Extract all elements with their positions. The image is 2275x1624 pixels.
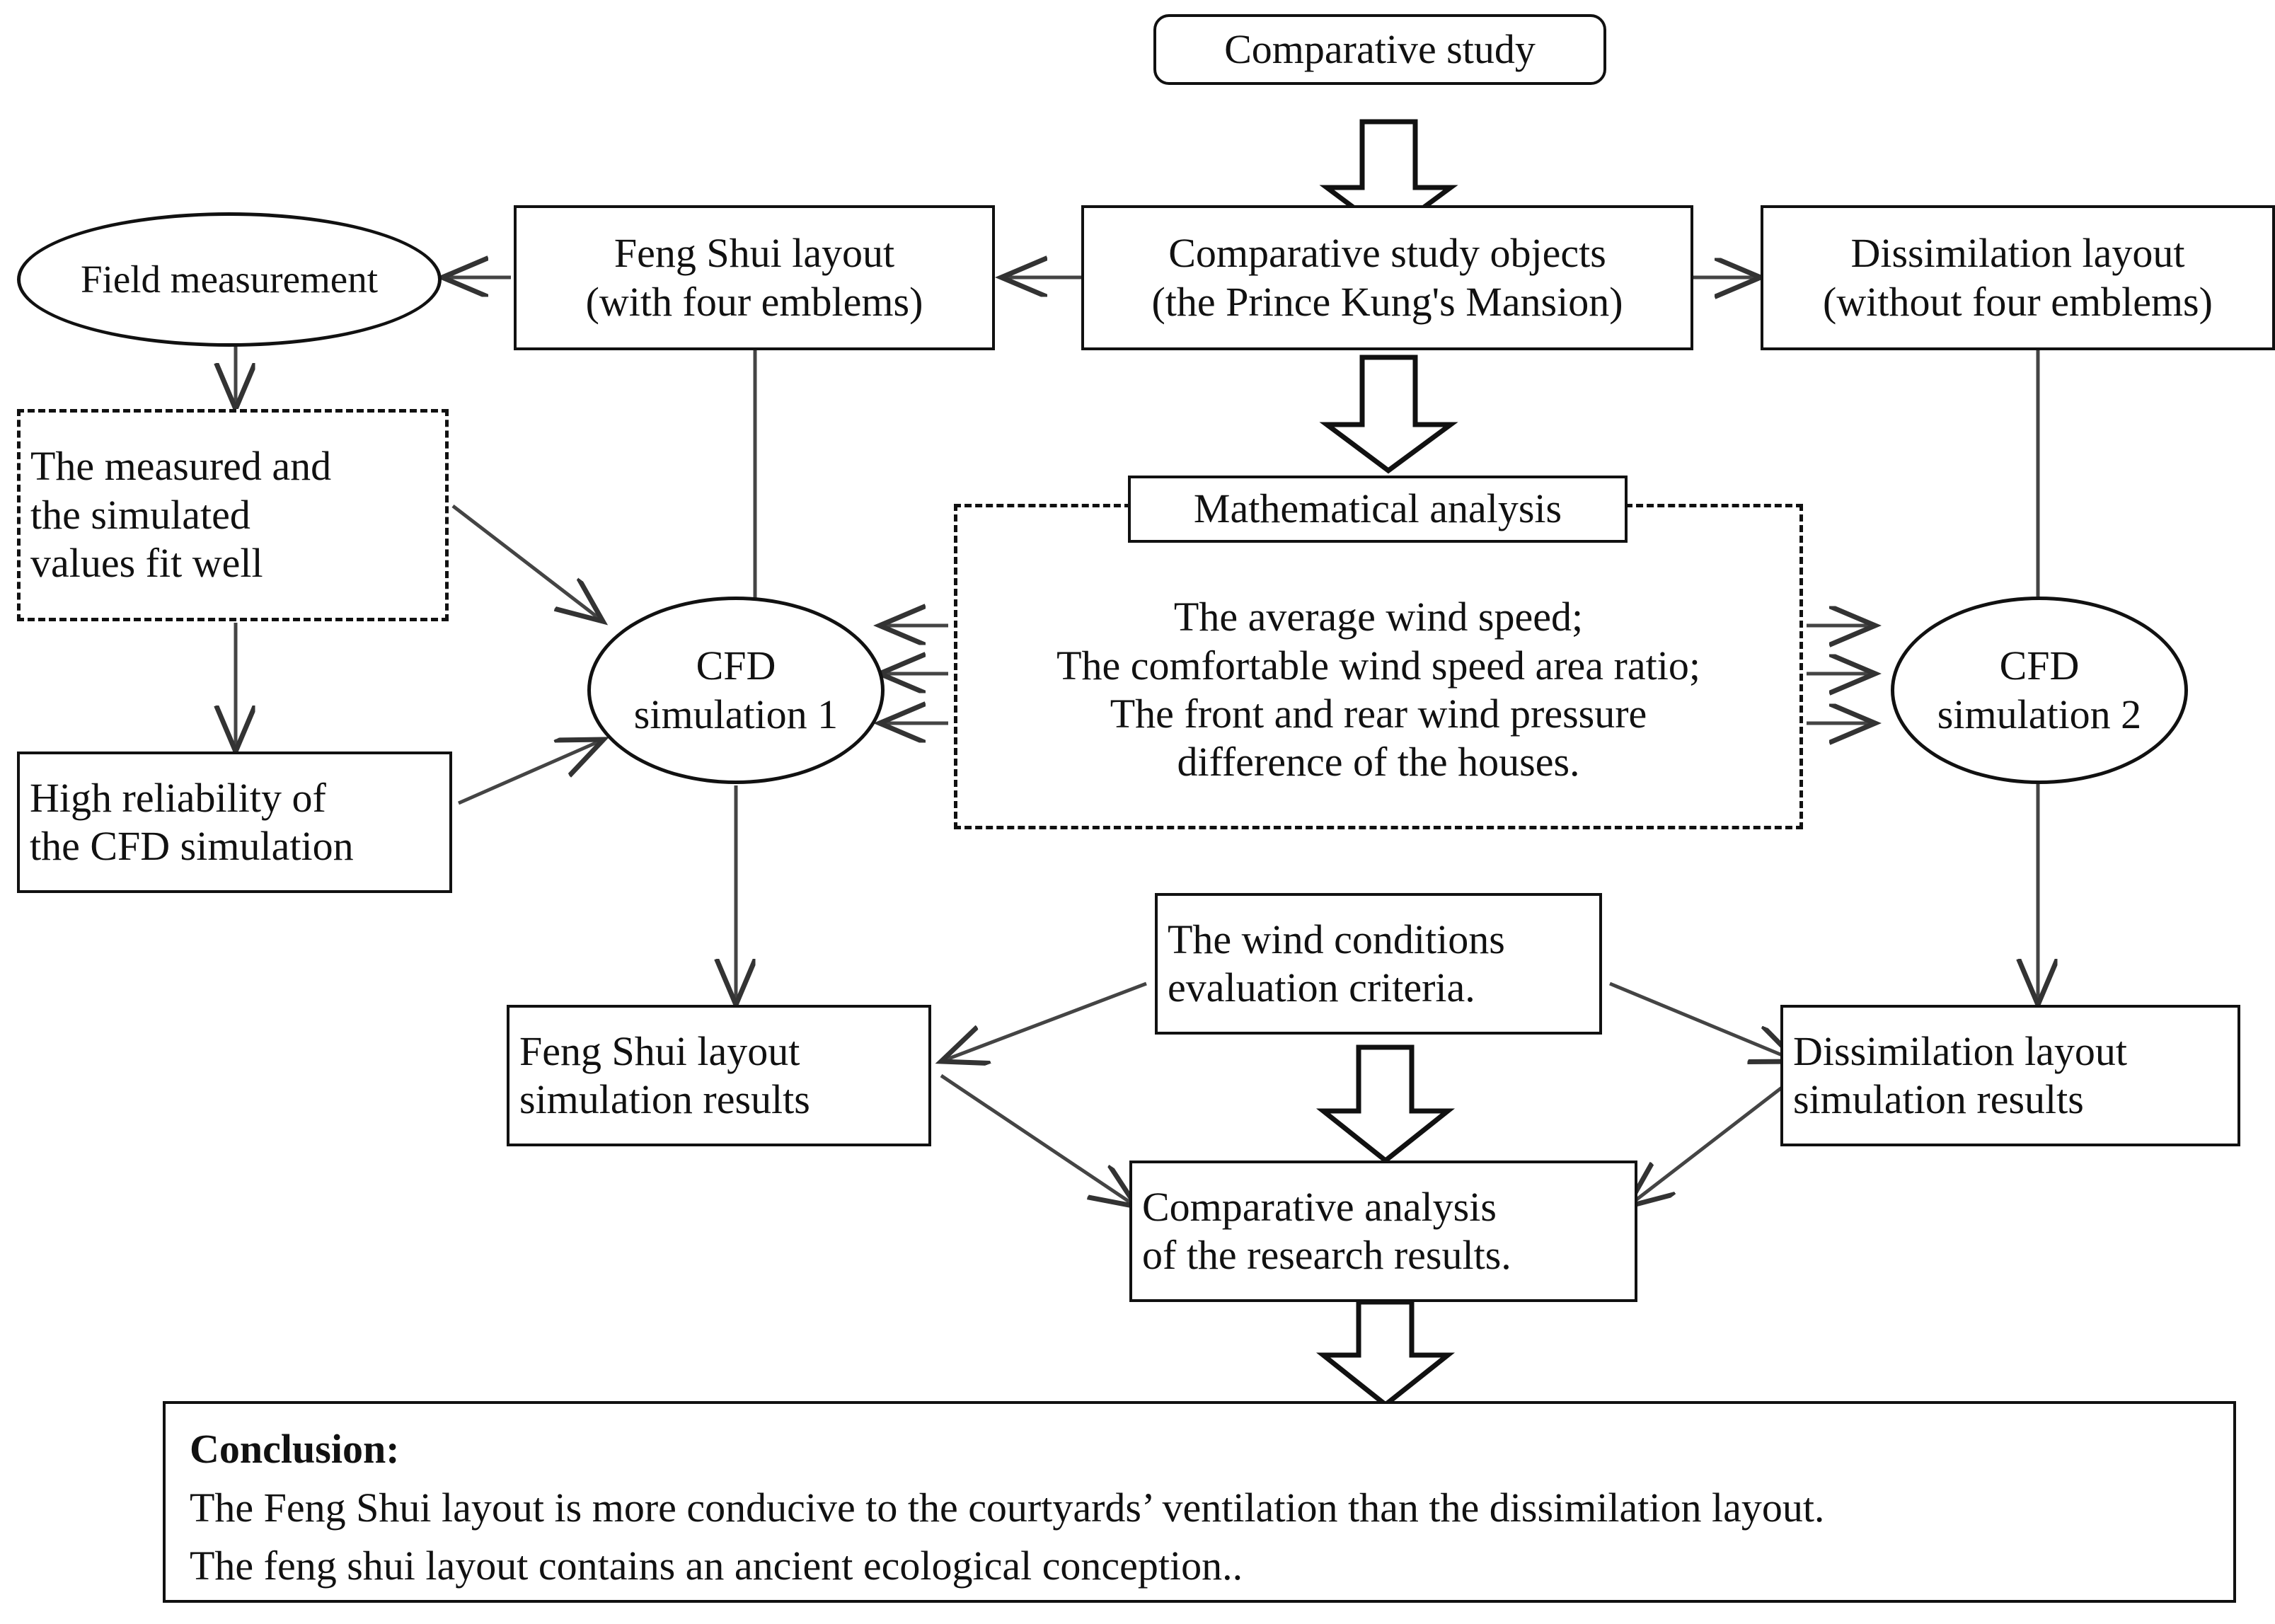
node-comparative-study-objects[interactable]: Comparative study objects (the Prince Ku… xyxy=(1081,205,1693,350)
high-reliability-label: High reliability of the CFD simulation xyxy=(30,774,354,869)
node-conclusion[interactable]: Conclusion: The Feng Shui layout is more… xyxy=(163,1401,2236,1603)
field-measurement-label: Field measurement xyxy=(80,257,379,301)
comparative-study-objects-label: Comparative study objects (the Prince Ku… xyxy=(1151,230,1623,325)
node-wind-conditions-criteria[interactable]: The wind conditions evaluation criteria. xyxy=(1155,893,1602,1035)
node-measured-values-fit[interactable]: The measured and the simulated values fi… xyxy=(17,409,449,621)
node-mathematical-analysis-title[interactable]: Mathematical analysis xyxy=(1128,476,1628,543)
conclusion-line-2: The feng shui layout contains an ancient… xyxy=(190,1543,1243,1589)
mathematical-analysis-items-label: The average wind speed; The comfortable … xyxy=(1056,594,1700,785)
arrow-reliability-to-cfd1 xyxy=(457,739,604,805)
mathematical-analysis-title-label: Mathematical analysis xyxy=(1193,485,1562,532)
node-feng-shui-simulation-results[interactable]: Feng Shui layout simulation results xyxy=(507,1005,931,1146)
mathematical-analysis-items: The average wind speed; The comfortable … xyxy=(957,563,1800,817)
wind-conditions-criteria-label: The wind conditions evaluation criteria. xyxy=(1168,916,1505,1010)
block-arrow-criteria-to-analysis xyxy=(1315,1044,1456,1164)
feng-shui-simulation-results-label: Feng Shui layout simulation results xyxy=(519,1027,810,1122)
arrow-fengshuiresults-to-analysis xyxy=(940,1073,1136,1207)
cfd-simulation-2-label: CFD simulation 2 xyxy=(1937,643,2142,737)
node-mathematical-analysis-group xyxy=(954,504,1803,829)
measured-values-fit-label: The measured and the simulated values fi… xyxy=(30,443,332,587)
cfd-simulation-1-label: CFD simulation 1 xyxy=(633,643,839,737)
node-comparative-study[interactable]: Comparative study xyxy=(1153,14,1606,85)
node-dissimilation-simulation-results[interactable]: Dissimilation layout simulation results xyxy=(1780,1005,2240,1146)
arrow-measuredfit-to-cfd1 xyxy=(451,505,603,621)
block-arrow-analysis-to-conclusion xyxy=(1315,1299,1456,1408)
node-cfd-simulation-1[interactable]: CFD simulation 1 xyxy=(587,597,885,784)
arrow-criteria-to-fengshuiresults xyxy=(941,981,1147,1061)
feng-shui-layout-label: Feng Shui layout (with four emblems) xyxy=(585,230,923,325)
block-arrow-objects-to-math xyxy=(1319,355,1458,474)
arrow-criteria-to-dissimilationresults xyxy=(1609,981,1797,1061)
conclusion-line-1: The Feng Shui layout is more conducive t… xyxy=(190,1484,1825,1531)
node-feng-shui-layout[interactable]: Feng Shui layout (with four emblems) xyxy=(514,205,995,350)
node-dissimilation-layout[interactable]: Dissimilation layout (without four emble… xyxy=(1761,205,2275,350)
dissimilation-layout-label: Dissimilation layout (without four emble… xyxy=(1823,230,2213,325)
comparative-analysis-label: Comparative analysis of the research res… xyxy=(1142,1183,1511,1278)
node-high-reliability[interactable]: High reliability of the CFD simulation xyxy=(17,751,452,893)
comparative-study-label: Comparative study xyxy=(1224,25,1536,72)
node-field-measurement[interactable]: Field measurement xyxy=(17,212,442,347)
node-cfd-simulation-2[interactable]: CFD simulation 2 xyxy=(1891,597,2188,784)
conclusion-heading: Conclusion: xyxy=(190,1426,400,1472)
arrow-dissimilationresults-to-analysis xyxy=(1628,1074,1799,1207)
node-comparative-analysis[interactable]: Comparative analysis of the research res… xyxy=(1129,1161,1637,1302)
dissimilation-simulation-results-label: Dissimilation layout simulation results xyxy=(1793,1027,2128,1122)
